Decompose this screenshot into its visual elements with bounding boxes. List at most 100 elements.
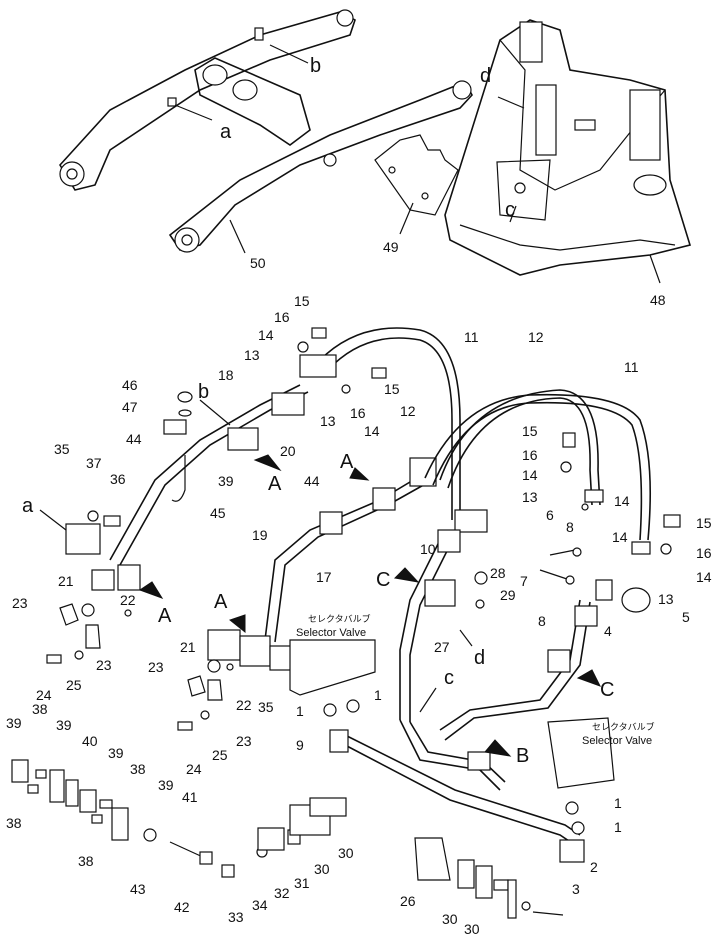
label-12: 12 bbox=[528, 329, 544, 345]
selector-valve-jp: セレクタバルブ bbox=[592, 721, 655, 732]
letter-d: d bbox=[480, 65, 491, 87]
front-frame bbox=[444, 19, 692, 284]
label-30: 30 bbox=[464, 921, 480, 935]
label-13: 13 bbox=[522, 489, 538, 505]
label-29: 29 bbox=[500, 587, 516, 603]
letter-b: b bbox=[198, 381, 209, 403]
label-36: 36 bbox=[110, 471, 126, 487]
label-15: 15 bbox=[294, 293, 310, 309]
label-14: 14 bbox=[522, 467, 538, 483]
right-pipe-route bbox=[399, 529, 651, 741]
label-45: 45 bbox=[210, 505, 226, 521]
letter-A: A bbox=[158, 605, 172, 627]
label-50: 50 bbox=[250, 255, 266, 271]
label-13: 13 bbox=[320, 413, 336, 429]
label-44: 44 bbox=[304, 473, 320, 489]
label-40: 40 bbox=[82, 733, 98, 749]
label-8: 8 bbox=[538, 613, 546, 629]
label-9: 9 bbox=[296, 737, 304, 753]
label-21: 21 bbox=[58, 573, 74, 589]
label-10: 10 bbox=[420, 541, 436, 557]
letter-b: b bbox=[310, 55, 321, 77]
label-25: 25 bbox=[212, 747, 228, 763]
label-22: 22 bbox=[120, 592, 136, 608]
label-7: 7 bbox=[520, 573, 528, 589]
label-20: 20 bbox=[280, 443, 296, 459]
label-16: 16 bbox=[696, 545, 712, 561]
label-30: 30 bbox=[442, 911, 458, 927]
label-31: 31 bbox=[294, 875, 310, 891]
label-38: 38 bbox=[6, 815, 22, 831]
label-15: 15 bbox=[696, 515, 712, 531]
label-16: 16 bbox=[274, 309, 290, 325]
label-48: 48 bbox=[650, 292, 666, 308]
label-35: 35 bbox=[258, 699, 274, 715]
label-23: 23 bbox=[12, 595, 28, 611]
label-15: 15 bbox=[522, 423, 538, 439]
label-44: 44 bbox=[126, 431, 142, 447]
label-15: 15 bbox=[384, 381, 400, 397]
label-1: 1 bbox=[614, 819, 622, 835]
letter-A: A bbox=[340, 451, 354, 473]
label-46: 46 bbox=[122, 377, 138, 393]
label-42: 42 bbox=[174, 899, 190, 915]
label-39: 39 bbox=[6, 715, 22, 731]
label-35: 35 bbox=[54, 441, 70, 457]
label-13: 13 bbox=[244, 347, 260, 363]
label-41: 41 bbox=[182, 789, 198, 805]
label-8: 8 bbox=[566, 519, 574, 535]
label-23: 23 bbox=[148, 659, 164, 675]
label-18: 18 bbox=[218, 367, 234, 383]
label-14: 14 bbox=[364, 423, 380, 439]
label-11: 11 bbox=[624, 359, 639, 375]
letter-A: A bbox=[214, 591, 228, 613]
label-12: 12 bbox=[400, 403, 416, 419]
letter-a: a bbox=[220, 121, 232, 143]
label-23: 23 bbox=[236, 733, 252, 749]
letter-d: d bbox=[474, 647, 485, 669]
label-38: 38 bbox=[32, 701, 48, 717]
label-14: 14 bbox=[258, 327, 274, 343]
left-pipe-route bbox=[46, 384, 309, 664]
selector-valve-jp: セレクタバルブ bbox=[308, 613, 371, 624]
label-39: 39 bbox=[218, 473, 234, 489]
label-14: 14 bbox=[612, 529, 628, 545]
label-14: 14 bbox=[696, 569, 712, 585]
label-1: 1 bbox=[296, 703, 304, 719]
label-2: 2 bbox=[590, 859, 598, 875]
label-3: 3 bbox=[572, 881, 580, 897]
letter-B: B bbox=[516, 745, 529, 767]
exploded-clamp-parts bbox=[11, 759, 564, 919]
label-33: 33 bbox=[228, 909, 244, 925]
label-23: 23 bbox=[96, 657, 112, 673]
label-38: 38 bbox=[78, 853, 94, 869]
selector-valve-en: Selector Valve bbox=[582, 735, 652, 747]
label-38: 38 bbox=[130, 761, 146, 777]
label-30: 30 bbox=[338, 845, 354, 861]
lower-pipe-route bbox=[289, 639, 615, 863]
selector-valve-en: Selector Valve bbox=[296, 627, 366, 639]
part-labels: b a d c 50 49 48 15 16 14 13 18 b 15 16 … bbox=[6, 55, 712, 935]
label-1: 1 bbox=[614, 795, 622, 811]
label-17: 17 bbox=[316, 569, 332, 585]
label-19: 19 bbox=[252, 527, 268, 543]
label-39: 39 bbox=[56, 717, 72, 733]
label-16: 16 bbox=[350, 405, 366, 421]
label-39: 39 bbox=[158, 777, 174, 793]
letter-c: c bbox=[444, 667, 454, 689]
letter-C: C bbox=[600, 679, 614, 701]
hose-bundle bbox=[297, 327, 681, 555]
callout-arrows bbox=[39, 205, 602, 757]
letter-C: C bbox=[376, 569, 390, 591]
label-26: 26 bbox=[400, 893, 416, 909]
label-21: 21 bbox=[180, 639, 196, 655]
label-27: 27 bbox=[434, 639, 450, 655]
lift-arm-assembly bbox=[59, 9, 473, 254]
label-47: 47 bbox=[122, 399, 138, 415]
label-13: 13 bbox=[658, 591, 674, 607]
label-24: 24 bbox=[36, 687, 52, 703]
label-4: 4 bbox=[604, 623, 612, 639]
label-32: 32 bbox=[274, 885, 290, 901]
label-1: 1 bbox=[374, 687, 382, 703]
